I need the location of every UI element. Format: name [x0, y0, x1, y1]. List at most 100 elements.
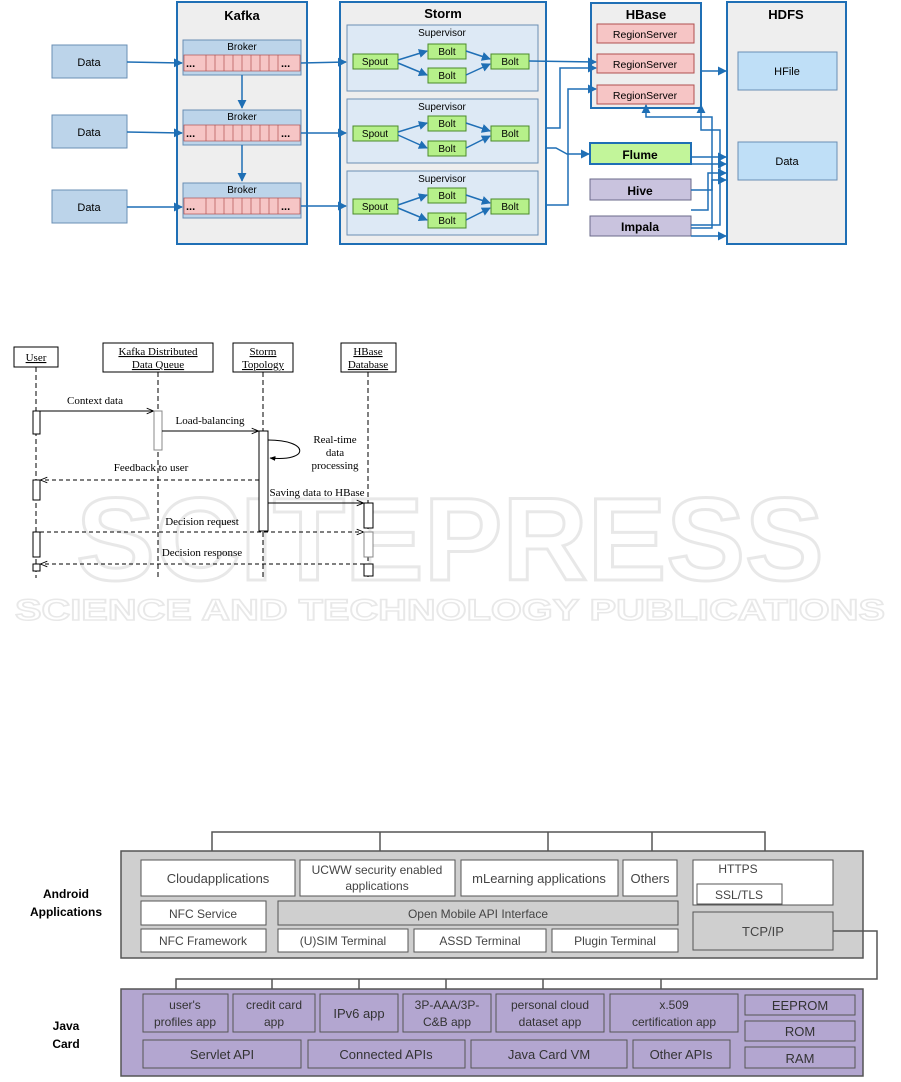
- flume-box: Flume: [589, 142, 692, 165]
- open-mobile-api-box: Open Mobile API Interface: [277, 900, 679, 926]
- users-profiles-app-box: user's profiles app: [142, 993, 229, 1033]
- nfc-framework-box: NFC Framework: [140, 928, 267, 953]
- broker-3-label: Broker: [227, 185, 257, 196]
- lifeline-kafka-label-2: Data Queue: [132, 359, 184, 371]
- kafka-title: Kafka: [224, 8, 260, 23]
- android-label-1: Android: [43, 887, 89, 901]
- assd-terminal-box: ASSD Terminal: [413, 928, 547, 953]
- x509-app-box: x.509 certification app: [609, 993, 739, 1033]
- aaa-app-label-1: 3P-AAA/3P-: [415, 998, 480, 1012]
- regionserver-3: RegionServer: [596, 84, 695, 105]
- supervisor-1-spout: Spout: [362, 57, 388, 68]
- tcpip-label: TCP/IP: [742, 924, 784, 939]
- ram-box: RAM: [744, 1046, 856, 1069]
- hive-box: Hive: [589, 178, 692, 201]
- rom-label: ROM: [785, 1024, 815, 1039]
- javacard-label-2: Card: [52, 1037, 79, 1051]
- https-label: HTTPS: [718, 862, 757, 876]
- hdfs-title: HDFS: [768, 7, 804, 22]
- servlet-api-label: Servlet API: [190, 1047, 254, 1062]
- credit-card-label-2: app: [264, 1015, 284, 1029]
- broker-1-label: Broker: [227, 42, 257, 53]
- cloud-apps-label: Cloudapplications: [167, 871, 270, 886]
- regionserver-1-label: RegionServer: [613, 29, 678, 41]
- ucww-box: UCWW security enabled applications: [299, 859, 456, 897]
- lifeline-storm-label-1: Storm: [250, 346, 277, 358]
- lifeline-hbase-label-1: HBase: [353, 346, 382, 358]
- aaa-app-box: 3P-AAA/3P- C&B app: [402, 993, 492, 1033]
- lifeline-hbase: HBase Database: [340, 342, 397, 578]
- figure-sequence: User Kafka Distributed Data Queue Storm …: [13, 342, 397, 578]
- supervisor-1-bolt-b: Bolt: [438, 71, 455, 82]
- impala-box: Impala: [589, 215, 692, 237]
- users-profiles-label-1: user's: [169, 998, 201, 1012]
- broker-3-dots-left: ...: [186, 201, 195, 213]
- supervisor-3: Supervisor Spout Bolt Bolt Bolt: [346, 170, 539, 236]
- servlet-api-box: Servlet API: [142, 1039, 302, 1069]
- ipv6-app-label: IPv6 app: [333, 1006, 384, 1021]
- flume-label: Flume: [622, 148, 658, 162]
- broker-3-dots-right: ...: [281, 201, 290, 213]
- fig1-connectors: [126, 57, 727, 241]
- regionserver-1: RegionServer: [596, 23, 695, 44]
- credit-card-label-1: credit card: [246, 998, 302, 1012]
- lifeline-storm: Storm Topology: [232, 342, 294, 578]
- hfile-label: HFile: [774, 66, 800, 78]
- msg-saving: Saving data to HBase: [269, 487, 364, 499]
- supervisor-2-bolt-a: Bolt: [438, 119, 455, 130]
- regionserver-3-label: RegionServer: [613, 90, 678, 102]
- lifeline-kafka: Kafka Distributed Data Queue: [102, 342, 214, 578]
- broker-2-dots-left: ...: [186, 128, 195, 140]
- figure-data-pipeline: Kafka Storm HBase HDFS Data Data Data Br…: [51, 1, 847, 245]
- msg-realtime-2: data: [326, 447, 344, 459]
- lifeline-kafka-label-1: Kafka Distributed: [118, 346, 198, 358]
- hdfs-column: [726, 1, 847, 245]
- ram-label: RAM: [786, 1051, 815, 1066]
- supervisor-3-bolt-a: Bolt: [438, 191, 455, 202]
- msg-context-data: Context data: [67, 395, 123, 407]
- others-label: Others: [630, 871, 670, 886]
- messages: [40, 411, 364, 564]
- aaa-app-label-2: C&B app: [423, 1015, 471, 1029]
- watermark-subtitle: SCIENCE AND TECHNOLOGY PUBLICATIONS: [15, 594, 885, 627]
- watermark: SCITEPRESS SCIENCE AND TECHNOLOGY PUBLIC…: [14, 473, 886, 628]
- regionserver-2-label: RegionServer: [613, 59, 678, 71]
- ucww-label-1: UCWW security enabled: [312, 863, 443, 877]
- broker-3: Broker ... ...: [182, 182, 302, 219]
- personal-cloud-label-1: personal cloud: [511, 998, 589, 1012]
- msg-decision-request: Decision request: [165, 516, 239, 528]
- supervisor-1-bolt-a: Bolt: [438, 47, 455, 58]
- supervisor-3-spout: Spout: [362, 202, 388, 213]
- eeprom-label: EEPROM: [772, 998, 828, 1013]
- ucww-label-2: applications: [345, 879, 408, 893]
- mlearning-box: mLearning applications: [460, 859, 619, 897]
- supervisor-2-bolt-b: Bolt: [438, 144, 455, 155]
- jcvm-label: Java Card VM: [508, 1047, 590, 1062]
- hbase-title: HBase: [626, 7, 666, 22]
- jcvm-box: Java Card VM: [470, 1039, 628, 1069]
- hdfs-data-label: Data: [775, 156, 799, 168]
- https-box: HTTPS SSL/TLS: [692, 859, 834, 906]
- connected-apis-label: Connected APIs: [339, 1047, 433, 1062]
- plugin-terminal-label: Plugin Terminal: [574, 934, 656, 948]
- supervisor-3-label: Supervisor: [418, 174, 466, 185]
- msg-load-balancing: Load-balancing: [175, 415, 245, 427]
- broker-1-dots-right: ...: [281, 58, 290, 70]
- broker-1-dots-left: ...: [186, 58, 195, 70]
- open-mobile-api-label: Open Mobile API Interface: [408, 907, 548, 921]
- watermark-title: SCITEPRESS: [76, 474, 824, 606]
- nfc-service-box: NFC Service: [140, 900, 267, 926]
- eeprom-box: EEPROM: [744, 994, 856, 1016]
- usim-terminal-label: (U)SIM Terminal: [300, 934, 386, 948]
- connected-apis-box: Connected APIs: [307, 1039, 466, 1069]
- broker-2-dots-right: ...: [281, 128, 290, 140]
- x509-label-1: x.509: [659, 998, 689, 1012]
- msg-realtime-3: processing: [311, 460, 359, 472]
- x509-label-2: certification app: [632, 1015, 716, 1029]
- storm-title: Storm: [424, 6, 462, 21]
- assd-terminal-label: ASSD Terminal: [439, 934, 520, 948]
- supervisor-2-label: Supervisor: [418, 102, 466, 113]
- rom-box: ROM: [744, 1020, 856, 1042]
- android-label-2: Applications: [30, 905, 102, 919]
- usim-terminal-box: (U)SIM Terminal: [277, 928, 409, 953]
